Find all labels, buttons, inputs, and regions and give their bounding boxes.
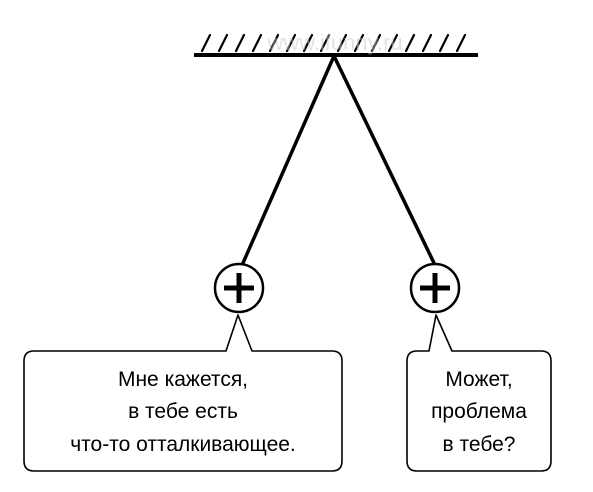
right-thread (332, 54, 436, 265)
plus-icon (420, 273, 450, 303)
watermark-text: www.ifunny.ru (266, 30, 402, 55)
ceiling-hatching (200, 33, 467, 53)
right-charge (409, 262, 461, 314)
left-bubble-line-2: в тебе есть (128, 400, 238, 423)
right-speech-bubble: Может, проблема в тебе? (406, 314, 552, 472)
left-bubble-outline (23, 314, 343, 472)
right-bubble-line-1: Может, (445, 368, 512, 391)
ceiling-support: www.ifunny.ru (194, 30, 478, 57)
right-bubble-outline (406, 314, 552, 472)
left-thread (241, 54, 336, 265)
left-charge (213, 262, 265, 314)
right-bubble-line-2: проблема (431, 400, 527, 423)
left-speech-bubble: Мне кажется, в тебе есть что-то отталкив… (23, 314, 343, 472)
right-bubble-line-3: в тебе? (443, 433, 516, 456)
left-bubble-line-1: Мне кажется, (118, 368, 248, 391)
left-bubble-line-3: что-то отталкивающее. (70, 433, 296, 456)
plus-icon (224, 273, 254, 303)
